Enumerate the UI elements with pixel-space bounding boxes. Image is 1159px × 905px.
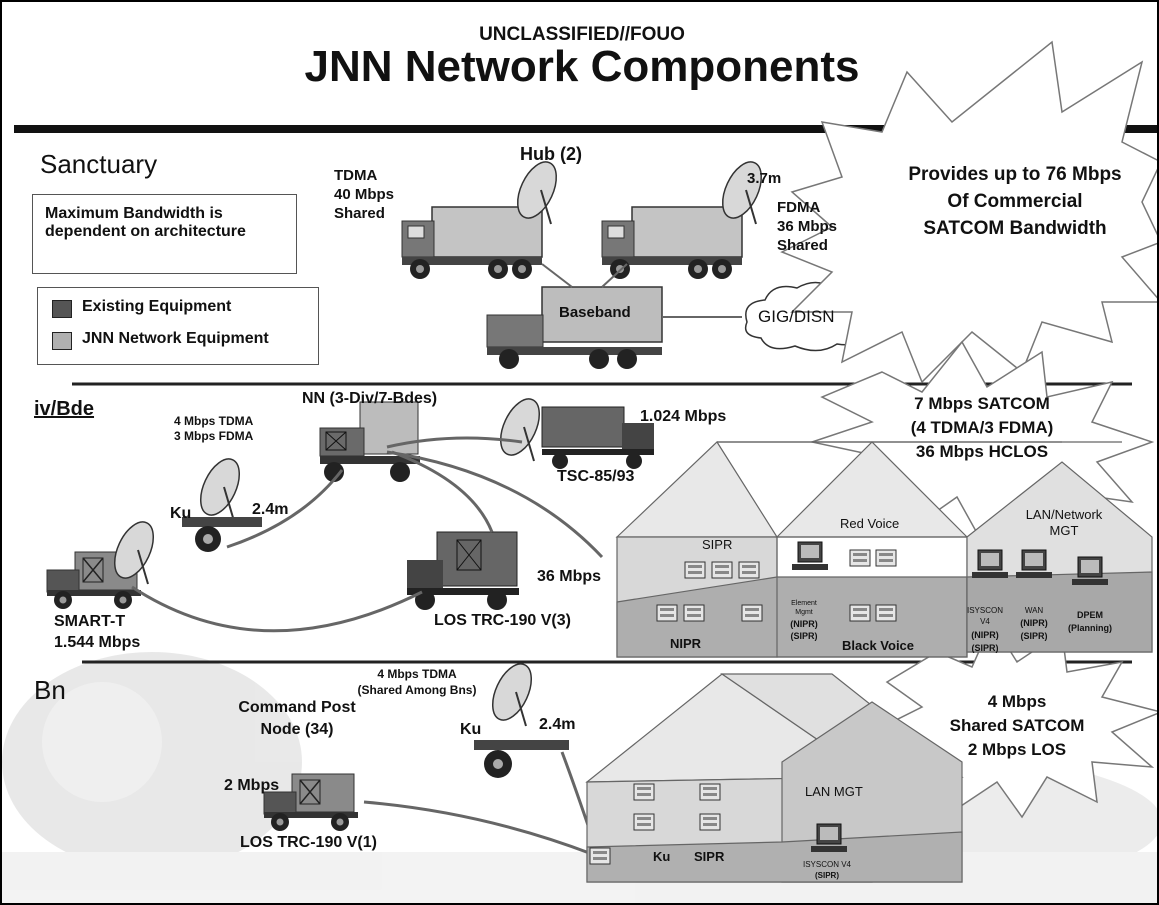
lan-network-mgt-1: LAN/Network <box>1025 507 1103 522</box>
starburst-1 <box>780 40 1157 384</box>
bn-isyscon-2: (SIPR) <box>815 871 839 880</box>
cpn-label-1: Command Post <box>238 699 356 716</box>
element-mgmt-2: Mgmt <box>795 609 813 616</box>
nn-rate-fdma: 3 Mbps FDMA <box>174 429 254 443</box>
los-v1-rate: 2 Mbps <box>224 777 280 794</box>
tsc-rate: 1.024 Mbps <box>640 408 727 425</box>
bn-ku-label: Ku <box>460 721 482 738</box>
element-mgmt-3: (NIPR) <box>790 619 818 629</box>
tdma-shared: Shared <box>334 205 385 222</box>
bn-tent-ku: Ku <box>653 849 671 864</box>
fdma-label: FDMA <box>777 199 821 216</box>
bn-tdma-1: 4 Mbps TDMA <box>377 667 457 681</box>
legend: Existing Equipment JNN Network Equipment <box>37 287 319 365</box>
nn-label: NN (3-Div/7-Bdes) <box>302 390 438 407</box>
gig-disn-label: GIG/DISN <box>758 307 835 326</box>
bn-dish-size: 2.4m <box>539 716 576 733</box>
bde-tent-nipr: NIPR <box>670 636 702 651</box>
bde-tent-black-voice: Black Voice <box>842 638 915 653</box>
dpem-2: (Planning) <box>1068 623 1112 633</box>
fdma-rate: 36 Mbps <box>777 218 838 235</box>
classification-banner: UNCLASSIFIED//FOUO <box>479 24 685 45</box>
bn-tdma-2: (Shared Among Bns) <box>357 683 477 697</box>
smart-t-label: SMART-T <box>54 613 126 630</box>
smart-t-rate: 1.544 Mbps <box>54 634 141 651</box>
isyscon-2: V4 <box>980 617 990 626</box>
legend-label-jnn: JNN Network Equipment <box>82 330 269 347</box>
bn-tent-lan-mgt: LAN MGT <box>805 784 863 799</box>
tdma-rate: 40 Mbps <box>334 186 395 203</box>
legend-swatch-jnn <box>52 332 72 350</box>
bn-callout-line-1: 4 Mbps <box>987 692 1047 711</box>
sanctuary-callout-line-2: Of Commercial <box>947 191 1083 212</box>
element-mgmt-1: Element <box>791 600 817 607</box>
bn-callout-line-3: 2 Mbps LOS <box>967 740 1067 759</box>
cpn-label-2: Node (34) <box>260 721 334 738</box>
bn-isyscon-1: ISYSCON V4 <box>802 860 851 869</box>
legend-swatch-existing <box>52 300 72 318</box>
header-rule <box>14 125 1157 133</box>
isyscon-1: ISYSCON <box>966 606 1003 615</box>
element-mgmt-4: (SIPR) <box>790 631 818 641</box>
section-label-sanctuary: Sanctuary <box>40 149 158 179</box>
los-v3-rate: 36 Mbps <box>537 568 602 585</box>
sanctuary-callout-line-3: SATCOM Bandwidth <box>923 218 1107 239</box>
bde-callout-line-1: 7 Mbps SATCOM <box>914 394 1050 413</box>
bandwidth-note: Maximum Bandwidth is dependent on archit… <box>45 205 246 241</box>
los-v3-label: LOS TRC-190 V(3) <box>434 612 571 629</box>
fdma-shared: Shared <box>777 237 828 254</box>
bde-tent-sipr: SIPR <box>702 537 733 552</box>
wan-3: (SIPR) <box>1020 631 1048 641</box>
bde-tent <box>615 441 1153 658</box>
legend-label-existing: Existing Equipment <box>82 298 232 315</box>
bn-tent <box>585 673 964 883</box>
div-dish-size: 2.4m <box>252 501 289 518</box>
isyscon-4: (SIPR) <box>971 643 999 653</box>
hub-dish-size: 3.7m <box>747 170 782 187</box>
wan-2: (NIPR) <box>1020 618 1048 628</box>
tsc-label: TSC-85/93 <box>557 468 635 485</box>
tdma-label: TDMA <box>334 167 378 184</box>
bn-tent-sipr: SIPR <box>694 849 725 864</box>
hub-label: Hub (2) <box>520 144 582 164</box>
section-label-bn: Bn <box>34 675 66 705</box>
section-label-div-bde: iv/Bde <box>34 398 95 420</box>
wan-1: WAN <box>1024 606 1044 615</box>
div-ku-label: Ku <box>170 505 192 522</box>
dpem-1: DPEM <box>1076 610 1103 620</box>
lan-network-mgt-2: MGT <box>1049 523 1079 538</box>
bn-callout-line-2: Shared SATCOM <box>949 716 1085 735</box>
trailer <box>182 517 262 552</box>
bde-tent-red-voice: Red Voice <box>840 516 900 531</box>
los-v1-label: LOS TRC-190 V(1) <box>240 834 377 851</box>
isyscon-3: (NIPR) <box>971 630 999 640</box>
nn-rate-tdma: 4 Mbps TDMA <box>174 414 254 428</box>
bde-callout-line-2: (4 TDMA/3 FDMA) <box>910 418 1054 437</box>
baseband-label: Baseband <box>559 304 631 321</box>
sanctuary-callout-line-1: Provides up to 76 Mbps <box>908 164 1122 185</box>
bde-callout-line-3: 36 Mbps HCLOS <box>915 442 1049 461</box>
page-title: JNN Network Components <box>304 42 860 91</box>
bandwidth-note-box: Maximum Bandwidth is dependent on archit… <box>32 194 297 274</box>
